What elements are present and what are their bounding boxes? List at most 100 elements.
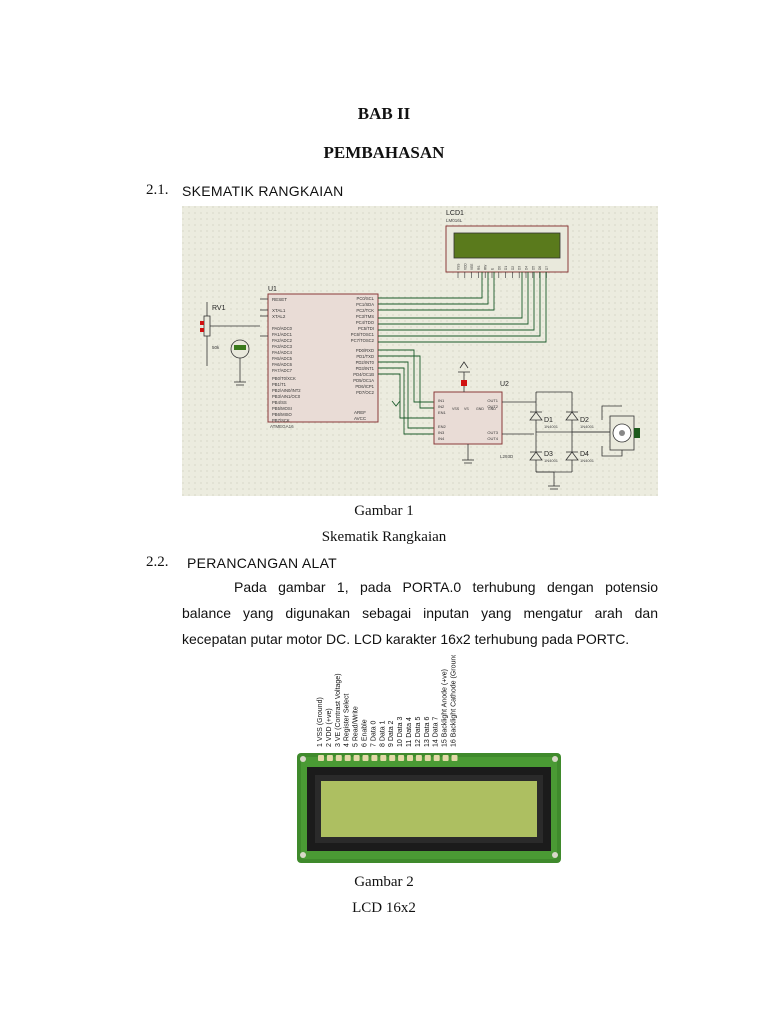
lcd-photo-pin-label: 16 Backlight Cathode (Ground)	[451, 655, 458, 747]
mcu-portc-pin: PC7/TOSC2	[351, 338, 375, 343]
lcd-header-pin	[380, 755, 387, 761]
diode-part-label-3: 1N4001	[544, 458, 559, 463]
lcd-photo-pin-label: 10 Data 3	[397, 717, 404, 747]
lcd-header-pin	[371, 755, 378, 761]
mcu-portb-pin: PB5/MOSI	[272, 406, 292, 411]
mcu-portc-pin: PC3/TMS	[356, 314, 374, 319]
mcu-ref-label: U1	[268, 286, 277, 293]
lcd-photo-pin-label: 13 Data 6	[424, 717, 431, 747]
lcd-header-pin	[451, 755, 458, 761]
mcu-porta-pin: PA7/ADC7	[272, 368, 293, 373]
mcu-portd-pin: PD3/INT1	[356, 366, 375, 371]
diode-bridge	[502, 391, 623, 490]
lcd-photo-pin-label: 1 VSS (Ground)	[317, 697, 324, 747]
mcu-portd-pin: PD4/OC1B	[353, 372, 374, 377]
lcd-pin-label: D0	[497, 266, 501, 270]
diode-d2-label: D2	[580, 417, 589, 424]
pot-value-label: 50k	[212, 345, 220, 350]
lcd-header-pin	[407, 755, 413, 761]
figure-2-caption-number: Gambar 2	[354, 874, 414, 890]
diode-d3	[529, 451, 543, 461]
driver-part-label: L293D	[500, 454, 514, 459]
mcu-portb-pin: PB4/SS	[272, 400, 287, 405]
mcu-avcc-label: AVCC	[354, 416, 367, 421]
figure-1-caption-title: Skematik Rangkaian	[321, 529, 447, 545]
mcu-portc-pin: PC0/SCL	[357, 296, 375, 301]
driver-ref-label: U2	[500, 381, 509, 388]
mcu-porta-pin: PA0/ADC0	[272, 326, 293, 331]
lcd-pin-label: D7	[545, 266, 549, 270]
mcu-portc-pin: PC1/SDA	[356, 302, 374, 307]
driver-right-pin: OUT1	[487, 398, 498, 403]
lcd-header-pin	[353, 755, 360, 761]
mcu-porta-pin: PA1/ADC1	[272, 332, 293, 337]
lcd-pin-label: D4	[525, 266, 529, 270]
lcd-header-pin	[415, 755, 422, 761]
driver-bottom-pin: VS	[464, 407, 469, 411]
driver-left-pin: IN1	[438, 398, 445, 403]
lcd-ref-label: LCD1	[446, 210, 464, 217]
mcu-portc-pin: PC2/TCK	[356, 308, 374, 313]
portc-to-lcd-wires	[378, 272, 547, 343]
lcd-pin-label: VEE	[470, 264, 474, 270]
driver-left-pin: IN4	[438, 436, 445, 441]
pot-ref-label: RV1	[212, 305, 226, 312]
diode-part-label-1: 1N4001	[544, 424, 559, 429]
lcd-photo-pin-label: 7 Data 0	[370, 720, 377, 747]
mcu-xtal1-label: XTAL1	[272, 308, 286, 313]
paragraph-text: Pada gambar 1, pada PORTA.0 terhubung de…	[182, 579, 658, 647]
diode-d1-label: D1	[544, 417, 553, 424]
mcu-portc-pin: PC4/TDO	[356, 320, 375, 325]
mcu-porta-pin: PA3/ADC3	[272, 344, 293, 349]
lcd-pin-label: RW	[484, 265, 488, 270]
lcd-pin-label: VDD	[463, 263, 467, 270]
mcu-portb-pin: PB7/SCK	[272, 418, 290, 423]
mcu-xtal2-label: XTAL2	[272, 314, 286, 319]
lcd-photo-figure: 1 VSS (Ground)2 VDD (+ve)3 VE (Contrast …	[295, 651, 563, 865]
mcu-porta-pin: PA5/ADC5	[272, 356, 293, 361]
chapter-number: BAB II	[357, 104, 411, 123]
section-1-number: 2.1.	[146, 182, 169, 198]
lcd-photo-pin-label: 12 Data 5	[415, 717, 422, 747]
lcd-photo-pin-label: 4 Register Select	[344, 694, 351, 747]
lcd-pin-label: D2	[511, 266, 515, 270]
mcu-portd-pin: PD2/INT0	[356, 360, 375, 365]
lcd-part-label: LM016L	[446, 218, 463, 223]
figure-1-caption-number: Gambar 1	[354, 503, 414, 519]
lcd-header-pin	[424, 755, 431, 761]
mcu-part-label: ATMEGA16	[270, 424, 294, 429]
lcd-header-pin	[344, 755, 351, 761]
lcd-photo-pin-label: 6 Enable	[362, 719, 369, 747]
driver-right-pin: OUT4	[487, 436, 498, 441]
portd-to-driver-wires	[378, 349, 434, 435]
lcd-pin-label: D3	[518, 266, 522, 270]
mcu-portb-pin: PB2/AIN0/INT2	[272, 388, 301, 393]
lcd-pin-label: RS	[477, 266, 481, 270]
lcd-header-pin	[433, 755, 440, 761]
lcd-photo-pin-label: 14 Data 7	[433, 717, 440, 747]
mcu-portb-pin: PB0/T0/XCK	[272, 376, 296, 381]
lcd-header-pin	[398, 755, 405, 761]
driver-bottom-pin: GND	[488, 407, 496, 411]
lcd-16x2-illustration: 1 VSS (Ground)2 VDD (+ve)3 VE (Contrast …	[297, 651, 561, 863]
driver-left-pin: EN1	[438, 410, 447, 415]
diode-d3-label: D3	[544, 451, 553, 458]
mcu-portd-pin: PD7/OC2	[356, 390, 375, 395]
mcu-porta-pin: PA4/ADC4	[272, 350, 293, 355]
mcu-portb-pin: PB6/MISO	[272, 412, 293, 417]
body-paragraph: Pada gambar 1, pada PORTA.0 terhubung de…	[182, 574, 658, 652]
lcd-header-pin	[326, 755, 333, 761]
lcd-pin-label: VSS	[457, 264, 461, 270]
lcd-pin-label: D5	[531, 266, 535, 270]
mcu-portd-pin: PD0/RXD	[356, 348, 374, 353]
driver-bottom-pin: GND	[476, 407, 484, 411]
potentiometer-component: RV1 50k	[200, 302, 268, 386]
mcu-portd-pin: PD6/ICP1	[355, 384, 374, 389]
mcu-portb-pin: PB1/T1	[272, 382, 287, 387]
mcu-portc-pin: PC6/TOSC1	[351, 332, 375, 337]
mcu-portb-pin: PB3/AIN1/OC0	[272, 394, 301, 399]
